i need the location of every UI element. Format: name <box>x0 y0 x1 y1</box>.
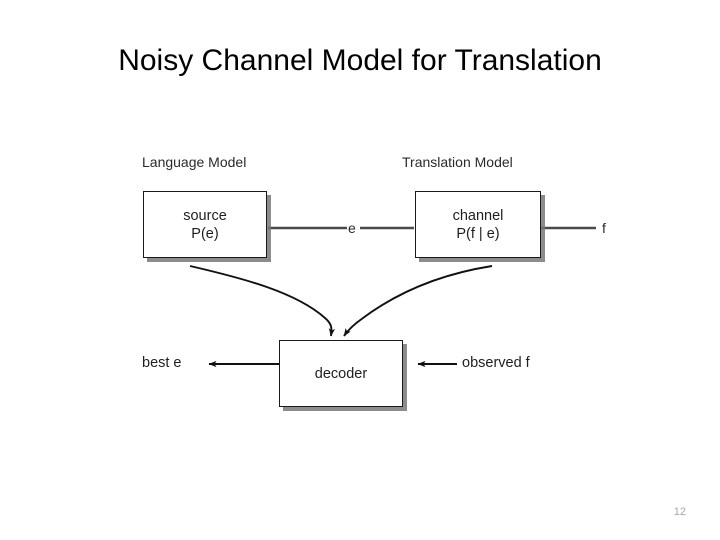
node-source-line-2: P(e) <box>191 225 219 242</box>
diagram-connectors <box>189 226 596 368</box>
io-label-best-e: best e <box>142 355 182 371</box>
curved-arrow-channel-to-decoder <box>343 265 493 337</box>
node-decoder-line-1: decoder <box>314 365 368 382</box>
edge-label-e: e <box>348 220 356 236</box>
node-channel[interactable]: channel P(f | e) <box>415 191 541 258</box>
node-channel-line-1: channel <box>452 207 504 224</box>
node-source[interactable]: source P(e) <box>143 191 267 258</box>
io-label-observed-f: observed f <box>462 355 530 371</box>
group-label-language-model: Language Model <box>142 154 247 170</box>
page-title: Noisy Channel Model for Translation <box>118 44 602 77</box>
group-label-translation-model: Translation Model <box>402 154 513 170</box>
noisy-channel-diagram: Language Model Translation Model source … <box>110 140 630 430</box>
node-source-line-1: source <box>183 207 227 224</box>
page-number: 12 <box>673 506 686 518</box>
node-channel-line-2: P(f | e) <box>456 225 500 242</box>
node-decoder[interactable]: decoder <box>279 340 403 407</box>
edge-label-f: f <box>602 220 606 236</box>
curved-arrow-source-to-decoder <box>189 265 336 337</box>
